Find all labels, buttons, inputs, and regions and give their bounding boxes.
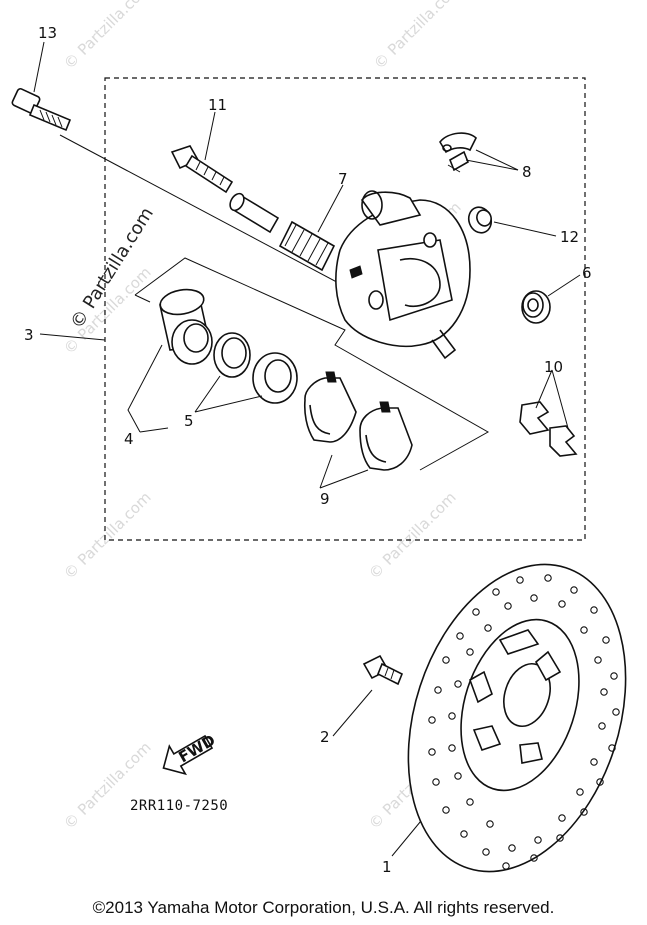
pads-9: [303, 371, 413, 471]
callout-5: 5: [184, 412, 194, 430]
callout-2: 2: [320, 728, 330, 746]
bolt-2: [362, 654, 404, 686]
callout-10: 10: [544, 358, 563, 376]
callout-9: 9: [320, 490, 330, 508]
fwd-arrow-icon: FWD: [162, 731, 218, 776]
bolt-11: [170, 145, 234, 194]
seals-5: [213, 332, 298, 404]
clips-10: [519, 401, 578, 457]
callout-3: 3: [24, 326, 34, 344]
callout-8: 8: [522, 163, 532, 181]
axis-line: [59, 134, 381, 306]
watermark: © Partzilla.com: [60, 738, 155, 833]
subassembly-outline: [134, 257, 490, 471]
bushing-6: [521, 290, 551, 324]
watermark: © Partzilla.com: [370, 0, 465, 73]
brake-disc-1: [407, 563, 627, 873]
sleeve: [229, 192, 280, 234]
watermark: © Partzilla.com: [60, 0, 155, 73]
fwd-label: FWD: [175, 731, 218, 766]
boot-7: [278, 220, 336, 272]
diagram-code: 2RR110-7250: [130, 798, 228, 814]
callout-1: 1: [382, 858, 392, 876]
callout-4: 4: [124, 430, 134, 448]
callout-6: 6: [582, 264, 592, 282]
disc-holes: [428, 574, 620, 870]
callout-numbers: 13 11 7 8 12 6 3 10 5 4 9 2 1: [24, 24, 592, 876]
watermark: © Partzilla.com: [365, 488, 460, 583]
callout-12: 12: [560, 228, 579, 246]
copyright-notice: ©2013 Yamaha Motor Corporation, U.S.A. A…: [92, 898, 555, 917]
bleeder-8: [439, 132, 477, 173]
callout-13: 13: [38, 24, 57, 42]
cap-12: [467, 206, 493, 234]
assembly-box: [104, 77, 586, 541]
callout-7: 7: [338, 170, 348, 188]
callout-11: 11: [208, 96, 227, 114]
watermark-layer: © Partzilla.com © Partzilla.com © Partzi…: [60, 0, 465, 833]
bolt-13: [11, 87, 72, 132]
piston-4: [159, 288, 213, 365]
watermark: © Partzilla.com: [60, 488, 155, 583]
leader-lines: [33, 41, 581, 857]
caliper-body: [335, 190, 471, 360]
